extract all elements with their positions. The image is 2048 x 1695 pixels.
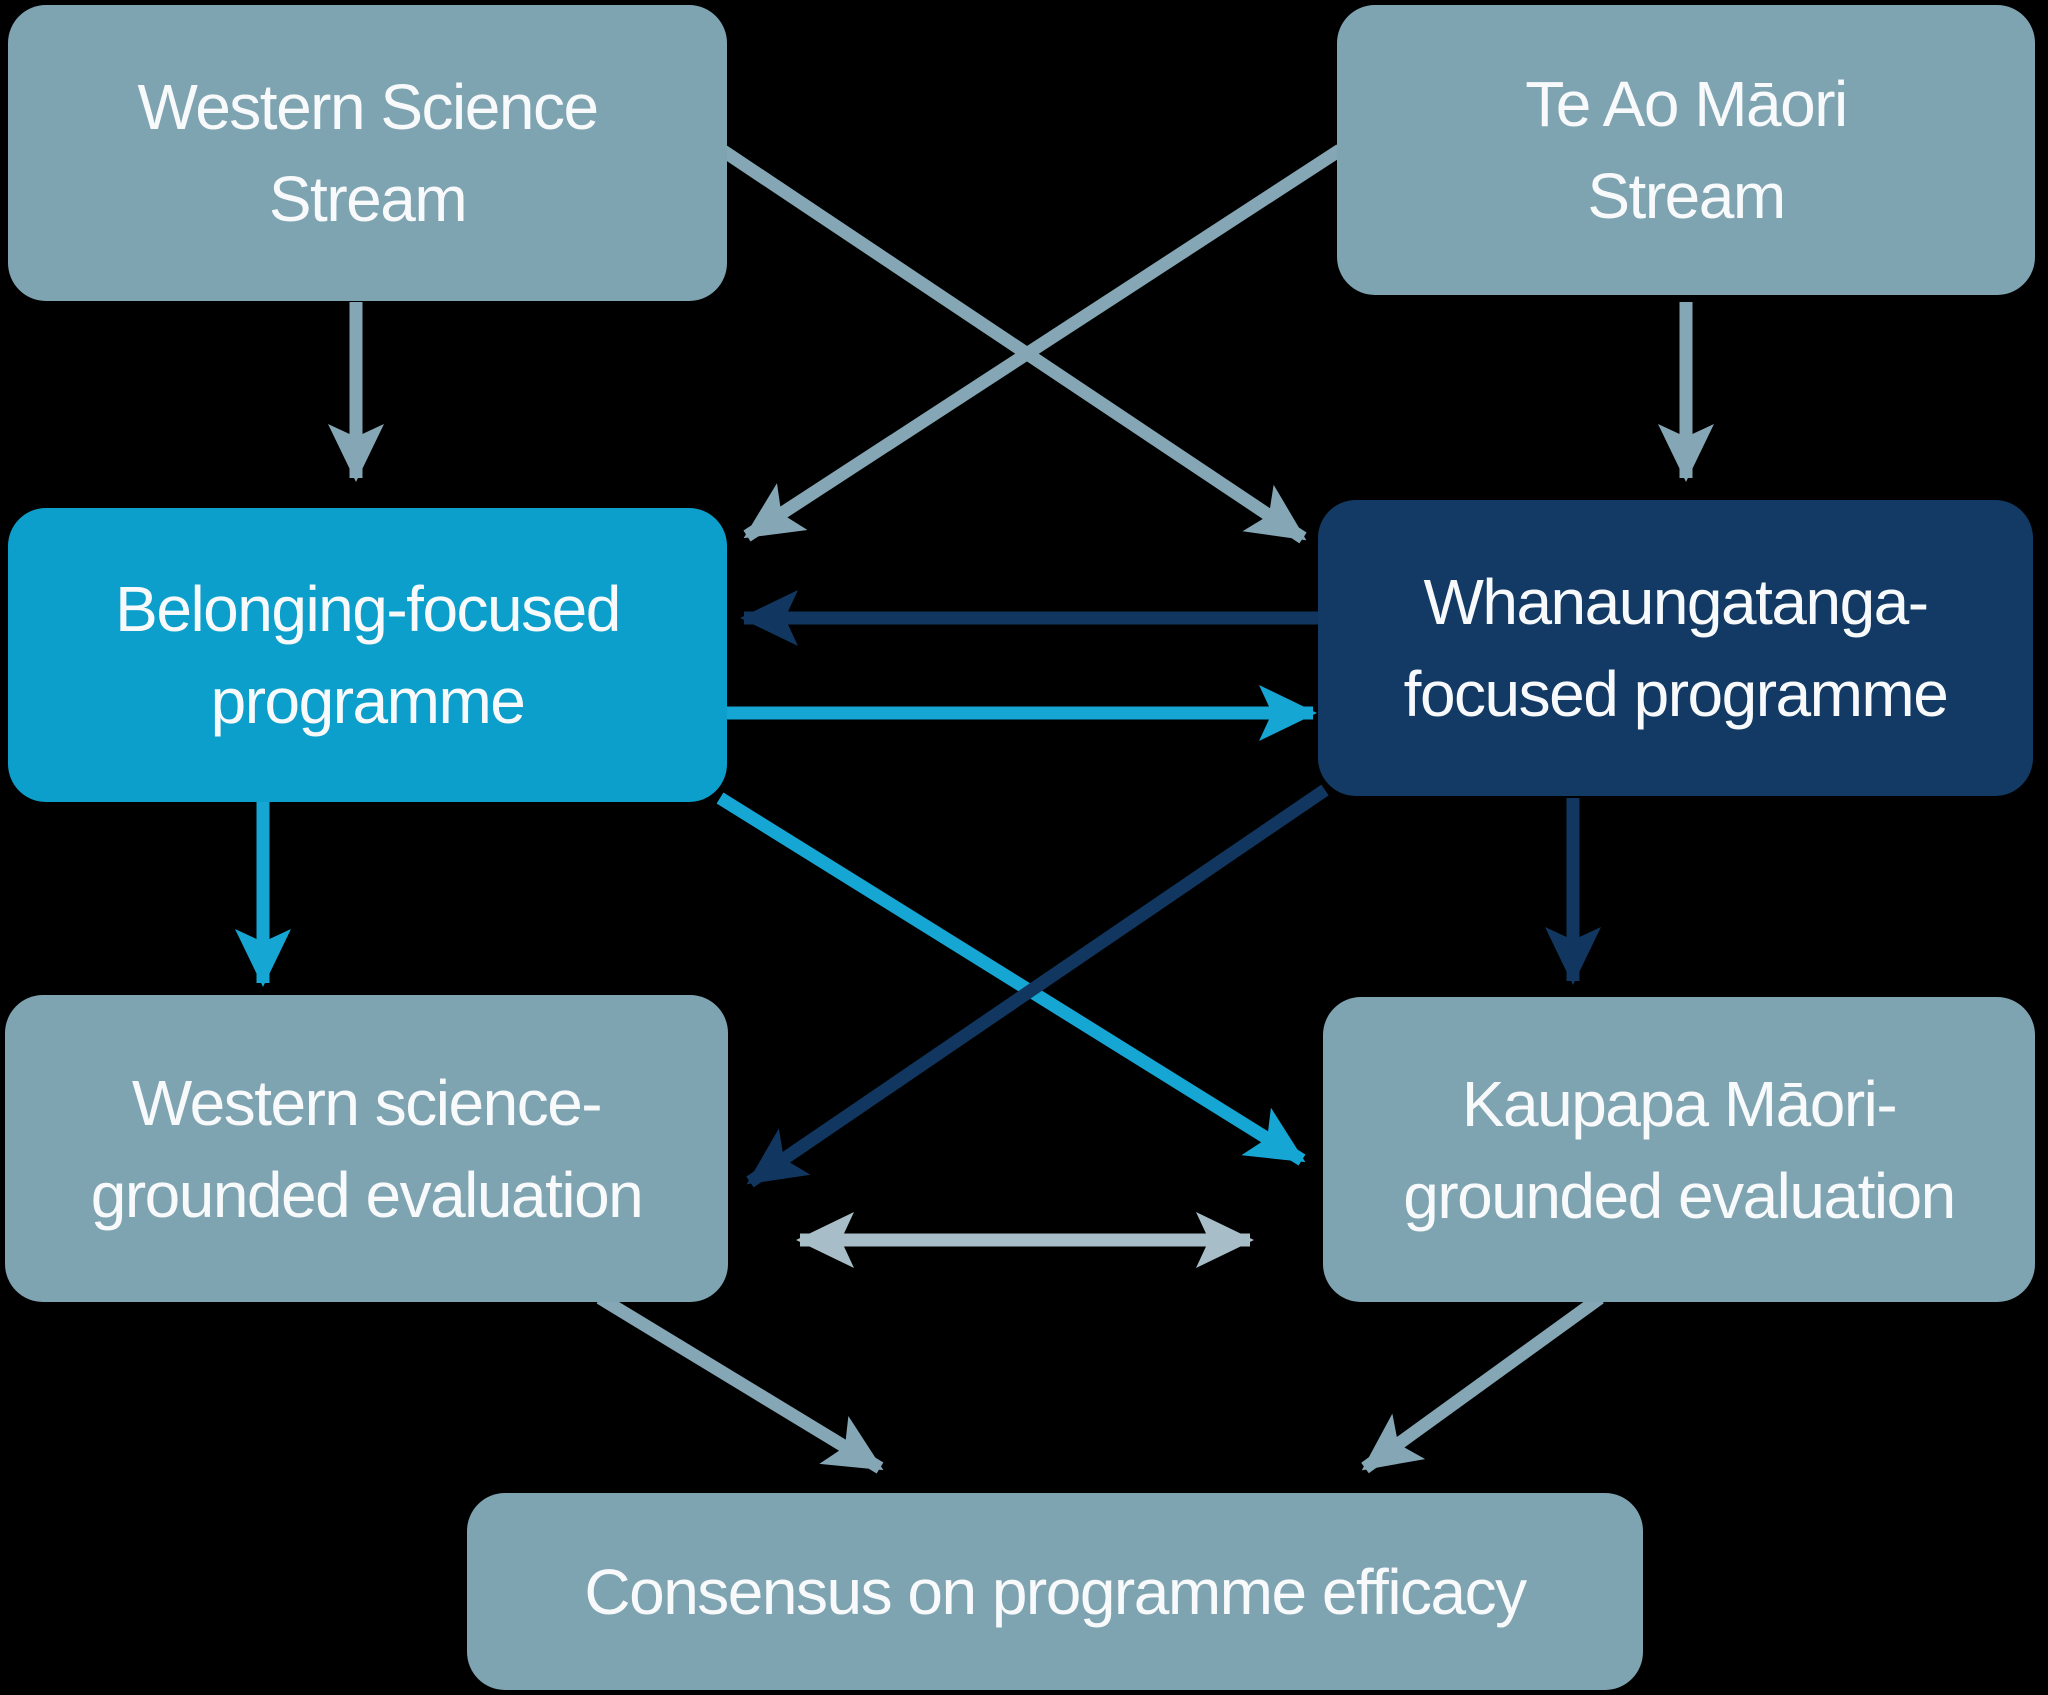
node-western-science-stream: Western Science Stream (8, 5, 727, 301)
node-label-line: grounded evaluation (1403, 1159, 1956, 1232)
node-label-line: Stream (268, 163, 468, 235)
node-belonging-focused-programme: Belonging-focused programme (8, 508, 727, 802)
node-western-science-grounded-evaluation: Western science- grounded evaluation (5, 995, 728, 1302)
arrow-western-stream-cross-to-whanaungatanga (718, 144, 1307, 544)
node-label-line: focused programme (1403, 658, 1949, 730)
node-label-line: Western science- (131, 1066, 603, 1139)
node-label-line: Consensus on programme efficacy (584, 1555, 1527, 1628)
arrow-teao-stream-cross-to-belonging (743, 144, 1344, 542)
node-label-line: Whanaungatanga- (1423, 566, 1929, 638)
node-label-line: Western Science (137, 71, 599, 143)
arrow-kaupapa-eval-to-consensus (1361, 1292, 1604, 1474)
node-label-line: Te Ao Māori (1525, 68, 1848, 140)
node-label-line: grounded evaluation (90, 1158, 644, 1231)
node-consensus-on-programme-efficacy: Consensus on programme efficacy (467, 1493, 1643, 1690)
node-label-line: Stream (1587, 160, 1786, 232)
node-label-line: Kaupapa Māori- (1461, 1067, 1898, 1140)
arrow-western-eval-to-consensus (596, 1292, 884, 1474)
node-label-line: Belonging-focused (115, 573, 621, 645)
node-kaupapa-maori-grounded-evaluation: Kaupapa Māori- grounded evaluation (1323, 997, 2035, 1302)
arrow-belonging-cross-to-kaupapa-eval (716, 792, 1306, 1166)
node-label-line: programme (210, 665, 526, 737)
node-te-ao-maori-stream: Te Ao Māori Stream (1337, 5, 2035, 295)
arrow-whanaungatanga-cross-to-western-eval (746, 784, 1329, 1188)
node-whanaungatanga-focused-programme: Whanaungatanga- focused programme (1318, 500, 2033, 796)
